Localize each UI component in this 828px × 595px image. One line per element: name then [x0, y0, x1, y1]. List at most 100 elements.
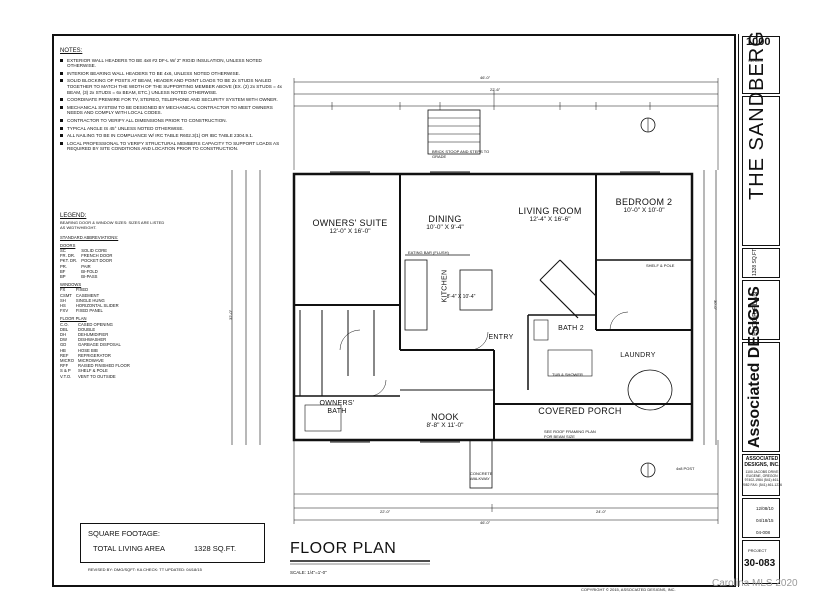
brand-logo: Associated DESIGNS	[746, 286, 763, 448]
date-2: 04/18/15	[756, 518, 774, 523]
name-box	[742, 96, 780, 246]
note-item: ALL NAILING TO BE IN COMPLIANCE W/ IRC T…	[60, 133, 285, 139]
room-covered-porch: COVERED PORCH	[530, 406, 630, 416]
room-dims: 12'-4" X 16'-6"	[529, 216, 571, 223]
revision-line: REVISED BY: DMG/SQFT: KA CHECK: TT UPDAT…	[88, 567, 202, 572]
room-owners-suite: OWNERS' SUITE 12'-0" X 16'-0"	[305, 218, 395, 235]
room-dims: 8'-4" X 10'-4"	[446, 294, 476, 300]
company-name: ASSOCIATED DESIGNS, INC.	[744, 456, 780, 468]
dim-top-mid: 22'-6"	[490, 87, 501, 92]
plan-name: THE SANDBERG	[746, 30, 768, 200]
legend-row: C.O.CASED OPENING	[60, 322, 134, 327]
legend-row: GD GARBAGE DISPOSAL	[60, 342, 134, 347]
dim-bottom-right: 24'-0"	[596, 509, 607, 514]
room-nook: NOOK 8'-8" X 11'-0"	[410, 412, 480, 429]
title-block	[738, 34, 785, 587]
abbrev-meaning: DOUBLE	[77, 326, 96, 332]
company-address: 1100 JACOBS DRIVE EUGENE, OREGON 97402-1…	[742, 470, 782, 487]
abbrev-meaning: DISHWASHER	[77, 337, 107, 343]
series-number: 1000	[746, 36, 771, 48]
room-bedroom-2: BEDROOM 2 10'-0" X 10'-0"	[604, 197, 684, 214]
sheet-name-box	[742, 280, 780, 340]
date-1: 12/08/10	[756, 506, 774, 511]
abbrev-meaning: BI-PASS	[81, 274, 98, 280]
abbrev-meaning: CASED OPENING	[77, 321, 113, 327]
abbrev-code: PR.	[60, 263, 67, 269]
abbrev-meaning: GARBAGE DISPOSAL	[77, 342, 121, 348]
drawing-sheet	[52, 34, 736, 587]
abbrev-meaning: DEHUMIDIFIER	[77, 332, 109, 338]
abbrev-meaning: HORIZONTAL SLIDER	[75, 303, 119, 309]
abbrev-meaning: REFRIGERATOR	[77, 352, 111, 358]
notes-heading: NOTES:	[60, 48, 83, 54]
room-name: NOOK	[431, 412, 459, 422]
project-label: PROJECT	[748, 548, 767, 553]
room-owners-bath: OWNERS' BATH	[314, 400, 360, 416]
legend-row: V.T.O.VENT TO OUTSIDE	[60, 374, 134, 379]
dim-top-overall: 46'-0"	[480, 75, 491, 80]
dates-box	[742, 498, 780, 538]
note-porch-framing: SEE ROOF FRAMING PLAN FOR BEAM SIZE	[544, 429, 596, 439]
dim-bottom-overall: 46'-0"	[480, 520, 491, 525]
room-name: ENTRY	[488, 334, 514, 341]
abbrev-code: REF	[60, 352, 69, 358]
abbrev-meaning: HOSE BIB	[77, 347, 98, 353]
legend-row: BP BI-PASS	[60, 274, 116, 279]
abbrev-code: SC	[60, 248, 66, 254]
note-item: COORDINATE PREWIRE FOR TV, STEREO, TELEP…	[60, 97, 285, 103]
copyright: COPYRIGHT © 2015, ASSOCIATED DESIGNS, IN…	[581, 587, 676, 592]
note-item: EXTERIOR WALL HEADERS TO BE 4x8 #2 DF-L …	[60, 58, 285, 69]
legend-sub: BEARING DOOR & WINDOW SIZES: SIZES ARE L…	[60, 220, 165, 231]
room-name: COVERED PORCH	[538, 406, 622, 416]
floor-abbrev-heading: FLOOR PLAN	[60, 316, 87, 322]
abbrev-code: RFF	[60, 363, 69, 369]
project-number: 30-083	[744, 558, 776, 569]
note-item: TYPICAL ANGLE IS 45° UNLESS NOTED OTHERW…	[60, 126, 285, 132]
room-bath-2: BATH 2	[548, 325, 594, 332]
abbrev-code: DBL	[60, 326, 69, 332]
room-name: OWNERS' BATH	[319, 400, 355, 415]
dim-bottom-left: 22'-0"	[380, 509, 391, 514]
abbrev-code: BP	[60, 274, 66, 280]
title-underline	[290, 560, 430, 565]
note-item: SOLID BLOCKING OF POSTS AT BEAM, HEADER …	[60, 78, 285, 95]
abbrev-code: PKT. DR.	[60, 258, 78, 264]
abbrev-code: FX	[60, 287, 66, 293]
project-box	[742, 540, 780, 584]
room-dims: 8'-8" X 11'-0"	[426, 422, 464, 429]
note-post: 4x8 POST	[676, 466, 695, 471]
dim-left-overall: 32'-0"	[228, 309, 233, 320]
square-footage-box: SQUARE FOOTAGE: TOTAL LIVING AREA 1328 S…	[80, 523, 265, 563]
note-walkway: CONCRETE WALKWAY	[470, 471, 493, 481]
abbrev-meaning: SOLID CORE	[81, 248, 108, 254]
abbrev-code: HS	[60, 303, 66, 309]
abbrev-code: GD	[60, 342, 67, 348]
series-box	[742, 36, 780, 94]
abbrev-meaning: FRENCH DOOR	[81, 253, 113, 259]
room-name: LIVING ROOM	[518, 206, 582, 216]
sqft-label: TOTAL LIVING AREA	[93, 544, 165, 553]
std-abbrev-heading: STANDARD ABBREVIATIONS:	[60, 234, 119, 240]
note-item: INTERIOR BEARING WALL HEADERS TO BE 4x6,…	[60, 71, 285, 77]
mls-watermark: Carolina MLS 2020	[712, 578, 798, 589]
legend-row: REF REFRIGERATOR	[60, 353, 134, 358]
note-item: LOCAL PROFESSIONAL TO VERIFY STRUCTURAL …	[60, 141, 285, 152]
abbrev-meaning: SINGLE HUNG	[75, 297, 105, 303]
brand-box	[742, 342, 780, 452]
abbrev-meaning: MICROWAVE	[77, 358, 104, 364]
plan-title: FLOOR PLAN	[290, 540, 397, 557]
room-dims: 10'-0" X 10'-0"	[623, 207, 665, 214]
abbrev-code: BF	[60, 268, 66, 274]
abbrev-meaning: POCKET DOOR	[81, 258, 113, 264]
abbrev-meaning: PAIR	[81, 263, 91, 269]
room-name: BATH 2	[558, 325, 584, 332]
